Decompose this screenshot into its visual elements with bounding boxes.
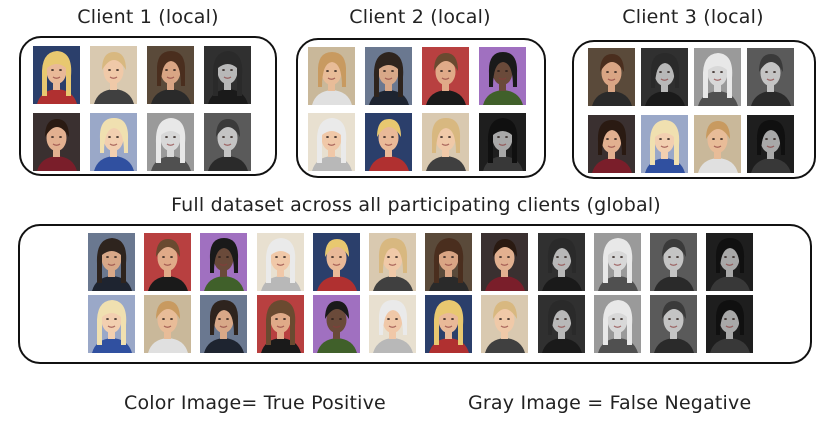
client-2-title: Client 2 (local) — [349, 6, 491, 28]
global-face-thumbnail — [144, 295, 192, 353]
global-face-thumbnail — [144, 233, 192, 291]
client-1-face-thumbnail — [90, 113, 137, 171]
client-2-face-thumbnail — [308, 47, 355, 105]
global-face-thumbnail — [537, 233, 585, 291]
global-face-thumbnail — [593, 233, 641, 291]
global-face-thumbnail — [88, 233, 135, 291]
global-face-thumbnail — [88, 295, 135, 353]
global-face-thumbnail — [369, 233, 416, 291]
global-face-thumbnail — [650, 295, 697, 353]
global-face-thumbnail — [200, 233, 248, 291]
global-face-thumbnail — [537, 295, 585, 353]
client-2-face-thumbnail — [365, 47, 412, 105]
client-1-face-thumbnail — [33, 46, 80, 104]
client-1-face-thumbnail — [90, 46, 137, 104]
global-title: Full dataset across all participating cl… — [171, 194, 661, 216]
global-face-thumbnail — [256, 295, 304, 353]
client-1-face-thumbnail — [147, 46, 194, 104]
legend-color-caption: Color Image= True Positive — [124, 392, 386, 414]
global-face-thumbnail — [650, 233, 697, 291]
client-3-face-thumbnail — [588, 48, 635, 106]
global-face-thumbnail — [706, 295, 754, 353]
client-2-face-thumbnail — [479, 47, 526, 105]
client-3-face-thumbnail — [747, 48, 794, 106]
global-face-thumbnail — [256, 233, 304, 291]
client-3-title: Client 3 (local) — [622, 6, 764, 28]
global-face-thumbnail — [425, 295, 473, 353]
client-1-face-thumbnail — [204, 46, 251, 104]
client-2-face-thumbnail — [479, 113, 526, 171]
global-face-thumbnail — [312, 295, 360, 353]
client-2-face-thumbnail — [308, 113, 355, 171]
global-face-thumbnail — [481, 233, 529, 291]
client-2-face-thumbnail — [422, 113, 469, 171]
client-2-face-thumbnail — [422, 47, 469, 105]
client-1-face-thumbnail — [147, 113, 194, 171]
client-3-face-thumbnail — [641, 115, 688, 173]
client-1-face-thumbnail — [33, 113, 80, 171]
client-3-face-thumbnail — [694, 48, 741, 106]
client-2-face-thumbnail — [365, 113, 412, 171]
client-3-face-thumbnail — [747, 115, 794, 173]
global-face-thumbnail — [200, 295, 248, 353]
legend-gray-caption: Gray Image = False Negative — [468, 392, 752, 414]
global-face-thumbnail — [481, 295, 529, 353]
client-1-face-thumbnail — [204, 113, 251, 171]
global-face-thumbnail — [706, 233, 754, 291]
client-3-face-thumbnail — [588, 115, 635, 173]
global-face-thumbnail — [425, 233, 473, 291]
global-face-thumbnail — [369, 295, 416, 353]
client-3-face-thumbnail — [694, 115, 741, 173]
global-face-thumbnail — [312, 233, 360, 291]
global-face-thumbnail — [593, 295, 641, 353]
client-3-face-thumbnail — [641, 48, 688, 106]
client-1-title: Client 1 (local) — [77, 6, 219, 28]
